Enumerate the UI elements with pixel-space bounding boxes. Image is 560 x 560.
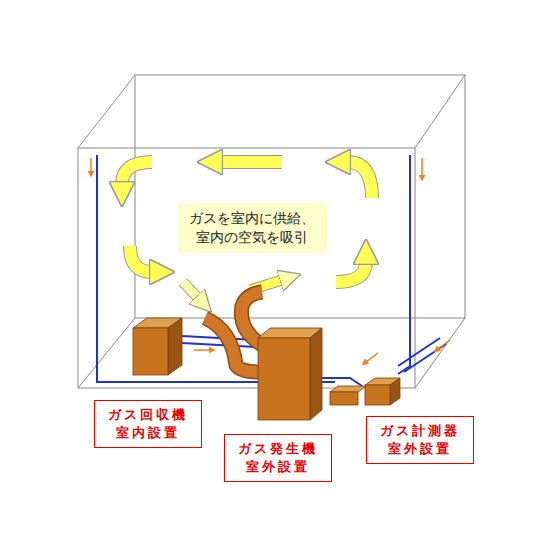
room-edge <box>78 75 135 148</box>
circulation-arrow <box>336 262 366 282</box>
gas-measuring-instrument <box>330 378 400 405</box>
unit-label: ガス発生機 室外設置 <box>224 434 332 481</box>
room-front-face <box>78 148 415 388</box>
node-text: ガス発生機 室外設置 <box>231 440 325 475</box>
gas-generator <box>258 328 322 420</box>
pipe <box>182 343 258 347</box>
room-edge <box>415 75 465 148</box>
flow-arrow <box>438 340 450 349</box>
circulation-arrow <box>348 162 372 198</box>
pipe <box>318 378 362 386</box>
unit-label: ガス回収機 室内設置 <box>94 400 202 447</box>
circulation-arrow <box>130 246 152 272</box>
node-text: ガス回収機 室内設置 <box>101 406 195 441</box>
room-edge <box>78 318 135 388</box>
room-edge <box>415 318 465 388</box>
node-text: ガスを室内に供給、 室内の空気を吸引 <box>183 209 321 247</box>
unit-label: ガス計測器 室外設置 <box>366 416 474 463</box>
air-circulation-arrows <box>122 162 372 298</box>
arrow-outline <box>122 162 152 184</box>
arrow-outline <box>183 282 198 298</box>
gas-recovery-unit <box>133 318 182 375</box>
flow-arrow <box>90 158 92 172</box>
caption-box: ガスを室内に供給、 室内の空気を吸引 <box>177 203 327 253</box>
arrow-outline <box>348 162 372 198</box>
arrow-outline <box>130 246 152 272</box>
arrow-outline <box>336 262 366 282</box>
flow-arrow <box>194 349 210 351</box>
circulation-arrow <box>220 156 282 168</box>
suction-arrow <box>183 282 198 298</box>
generator-tubes <box>205 292 262 372</box>
flow-arrow <box>421 158 423 176</box>
arrow-outline <box>220 155 282 169</box>
circulation-arrow <box>122 162 152 184</box>
node-text: ガス計測器 室外設置 <box>373 422 467 457</box>
flow-arrow <box>366 353 378 362</box>
pipe <box>398 155 410 374</box>
